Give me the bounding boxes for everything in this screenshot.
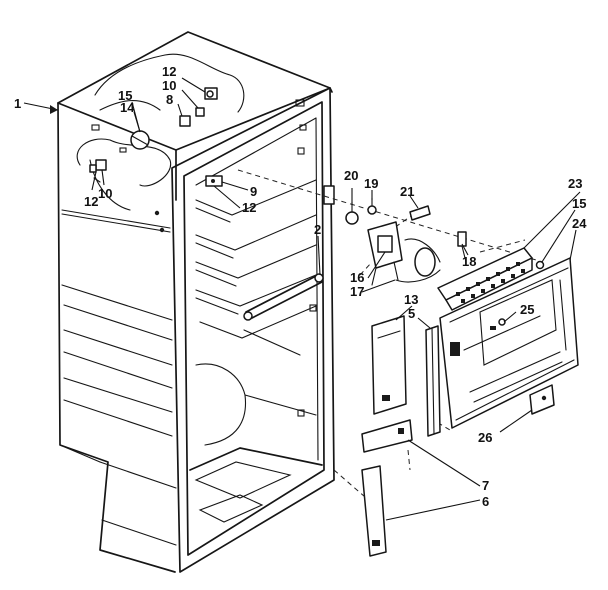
callout-15: 15 xyxy=(118,88,132,103)
vertical-channel xyxy=(425,325,441,437)
callout-19: 19 xyxy=(364,176,378,191)
callout-24: 24 xyxy=(572,216,587,231)
callout-21: 21 xyxy=(400,184,414,199)
callout-1: 1 xyxy=(14,96,21,111)
top-components xyxy=(89,87,223,187)
housing-vents xyxy=(456,262,525,303)
callout-18: 18 xyxy=(462,254,476,269)
control-panel xyxy=(439,257,579,429)
callout-7: 7 xyxy=(482,478,489,493)
callout-12: 12 xyxy=(242,200,256,215)
callout-23: 23 xyxy=(568,176,582,191)
callout-12: 12 xyxy=(84,194,98,209)
callout-12: 12 xyxy=(162,64,176,79)
callout-15: 15 xyxy=(572,196,586,211)
callout-labels: 1 12 10 8 15 14 12 10 9 12 2 20 19 21 23… xyxy=(14,64,587,509)
callout-10: 10 xyxy=(98,186,112,201)
callout-13: 13 xyxy=(404,292,418,307)
callout-25: 25 xyxy=(520,302,534,317)
air-duct-rod xyxy=(243,273,324,321)
callout-8: 8 xyxy=(166,92,173,107)
callout-5: 5 xyxy=(408,306,415,321)
leader-lines xyxy=(23,77,581,521)
callout-14: 14 xyxy=(120,100,135,115)
callout-20: 20 xyxy=(344,168,358,183)
control-components xyxy=(345,197,467,286)
callout-9: 9 xyxy=(250,184,257,199)
callout-16: 16 xyxy=(350,270,364,285)
cabinet-liner xyxy=(57,31,333,573)
vertical-strip xyxy=(361,465,387,557)
callout-17: 17 xyxy=(350,284,364,299)
callout-2: 2 xyxy=(314,222,321,237)
cabinet-front-frame xyxy=(171,87,335,573)
baffle xyxy=(371,315,407,415)
callout-10: 10 xyxy=(162,78,176,93)
callout-26: 26 xyxy=(478,430,492,445)
strip xyxy=(361,419,413,453)
control-housing xyxy=(437,247,545,311)
callout-6: 6 xyxy=(482,494,489,509)
